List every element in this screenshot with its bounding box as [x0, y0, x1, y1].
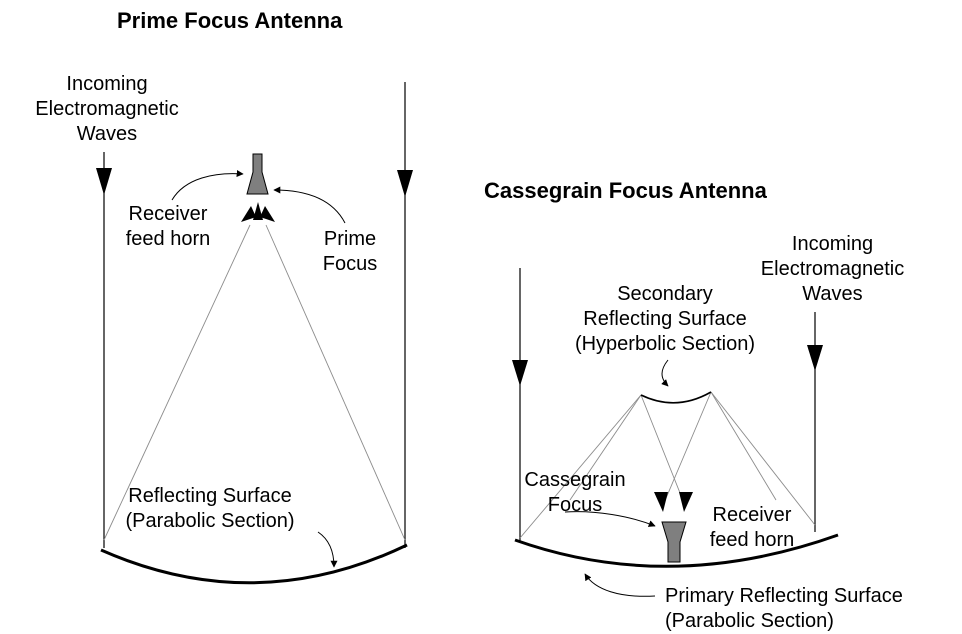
prime-focus-pointer [273, 186, 346, 224]
cass-ray-secondary-left-a [640, 394, 685, 504]
prime-focus-line-1: Prime [323, 228, 377, 250]
cass-primary-line-1: Primary Reflecting Surface [665, 585, 903, 607]
cass-incoming-label: Incoming Electromagnetic Waves [745, 232, 920, 307]
cass-ray-secondary-right-b [710, 391, 777, 501]
prime-incoming-line-3: Waves [76, 123, 138, 145]
prime-feed-horn [246, 153, 269, 195]
prime-focus-arrowhead-mid [253, 202, 263, 220]
cass-secondary-pointer [661, 359, 669, 387]
cass-focus-arrowhead-right [679, 492, 693, 512]
cass-secondary-reflector [640, 391, 712, 404]
prime-reflector-label: Reflecting Surface (Parabolic Section) [95, 484, 325, 534]
cass-secondary-line-2: Reflecting Surface [583, 308, 747, 330]
cass-secondary-line-1: Secondary [617, 283, 713, 305]
cass-primary-label: Primary Reflecting Surface (Parabolic Se… [665, 584, 955, 634]
prime-feed-line-2: feed horn [125, 228, 211, 250]
cass-secondary-line-3: (Hyperbolic Section) [574, 333, 756, 355]
prime-wave-left-arrowhead [96, 168, 112, 195]
cass-ray-primary-left [519, 394, 642, 539]
prime-ray-right [265, 224, 406, 541]
cass-primary-pointer [584, 573, 656, 597]
cass-incoming-line-2: Electromagnetic [760, 258, 905, 280]
cass-secondary-label: Secondary Reflecting Surface (Hyperbolic… [560, 282, 770, 357]
prime-ray-left [103, 224, 251, 541]
cassegrain-diagram [512, 268, 839, 597]
prime-focus-title: Prime Focus Antenna [117, 8, 343, 33]
cass-primary-line-2: (Parabolic Section) [665, 610, 834, 632]
cass-feed-line-2: feed horn [709, 529, 795, 551]
cass-focus-line-1: Cassegrain [524, 469, 626, 491]
cass-ray-primary-right [710, 391, 816, 526]
cass-ray-secondary-right-a [663, 391, 712, 504]
cass-focus-line-2: Focus [547, 494, 603, 516]
cass-wave-left-arrowhead [512, 360, 528, 386]
prime-focus-arrowhead-left [241, 206, 256, 222]
cass-feed-line-1: Receiver [712, 504, 792, 526]
prime-reflector-dish [100, 543, 408, 585]
cass-focus-pointer [564, 511, 656, 527]
prime-focus-diagram [96, 82, 413, 585]
cass-focus-label: Cassegrain Focus [515, 468, 635, 518]
prime-focus-arrowhead-right [260, 206, 275, 222]
prime-incoming-label: Incoming Electromagnetic Waves [22, 72, 192, 147]
prime-reflector-pointer [317, 531, 338, 568]
cass-focus-arrowhead-left [654, 492, 668, 512]
prime-reflector-line-1: Reflecting Surface [128, 485, 292, 507]
prime-feed-pointer [171, 170, 244, 201]
cassegrain-title: Cassegrain Focus Antenna [484, 178, 767, 203]
prime-focus-label: Prime Focus [315, 227, 385, 277]
prime-feed-label: Receiver feed horn [108, 202, 228, 252]
prime-incoming-line-2: Electromagnetic [35, 98, 179, 120]
cass-feed-horn [661, 521, 687, 563]
prime-incoming-line-1: Incoming [66, 73, 148, 95]
prime-feed-line-1: Receiver [128, 203, 208, 225]
cass-ray-secondary-left-b [569, 394, 642, 501]
cass-incoming-line-1: Incoming [791, 233, 874, 255]
prime-wave-right-arrowhead [397, 170, 413, 197]
cass-primary-reflector [514, 533, 839, 568]
cass-incoming-line-3: Waves [802, 283, 863, 305]
prime-focus-line-2: Focus [322, 253, 378, 275]
cass-feed-label: Receiver feed horn [692, 503, 812, 553]
prime-reflector-line-2: (Parabolic Section) [125, 510, 295, 532]
cass-wave-right-arrowhead [807, 345, 823, 371]
